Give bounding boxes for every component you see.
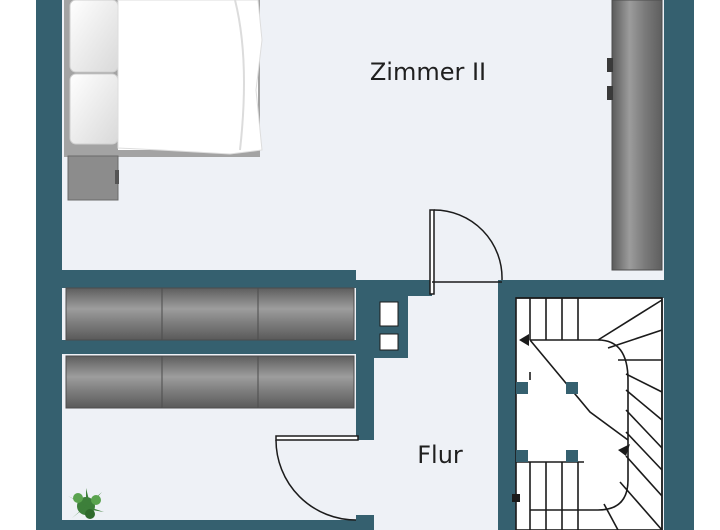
stair-arrow-icon: [618, 444, 630, 456]
room-label-zimmer: Zimmer II: [370, 58, 486, 86]
stair-start-marker: [512, 494, 520, 502]
nightstand-icon: [67, 155, 119, 201]
room-label-flur: Flur: [417, 441, 463, 469]
wardrobe-icon: [65, 287, 355, 341]
door-swing-icon: [429, 209, 503, 295]
wall-center-lower: [62, 340, 356, 354]
wall-bottom-left: [62, 520, 356, 530]
wall-stair-left: [498, 280, 516, 530]
wardrobe-icon: [65, 355, 355, 409]
wardrobe-icon: [607, 0, 663, 271]
wall-divider-left: [62, 270, 356, 288]
staircase-icon: [515, 297, 663, 530]
stair-arrow-icon: [519, 334, 529, 346]
wall-core: [356, 280, 374, 440]
stair-posts: [516, 382, 578, 462]
wall-divider-right: [500, 280, 670, 298]
installation-shaft: [374, 296, 408, 358]
walls: [36, 0, 694, 530]
wall-core-top: [356, 280, 432, 296]
wall-bottom-core: [356, 515, 374, 530]
door-swing-icon: [275, 435, 359, 521]
bed-icon: [64, 0, 263, 157]
plant-icon: [68, 488, 104, 519]
wall-left: [36, 0, 62, 530]
wall-right: [664, 0, 694, 530]
